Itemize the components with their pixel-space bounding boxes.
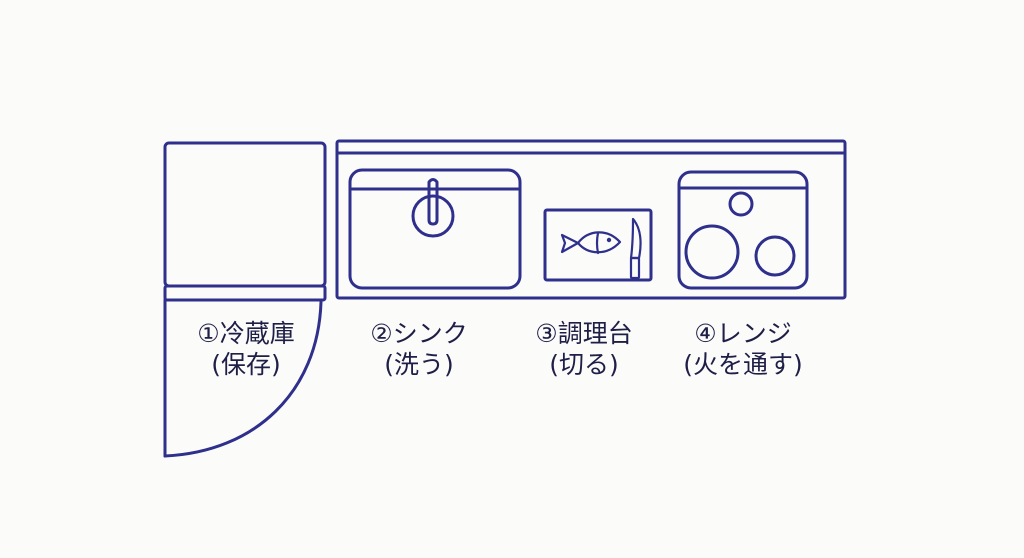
sink-basin [348, 168, 522, 290]
station-action: (切る) [549, 350, 619, 379]
label-stove: ④レンジ (火を通す) [643, 318, 843, 380]
cutting-board-outline [543, 208, 653, 282]
station-title: ④レンジ [694, 319, 792, 348]
label-cutting-board: ③調理台 (切る) [484, 318, 684, 380]
stove-top [677, 170, 809, 290]
stove [677, 170, 809, 290]
refrigerator [163, 141, 327, 458]
label-sink: ②シンク (洗う) [319, 318, 519, 380]
medium-burner-icon [754, 235, 796, 277]
station-title: ②シンク [370, 319, 468, 348]
station-title: ③調理台 [535, 319, 633, 348]
drain-icon [411, 194, 455, 238]
station-title: ①冷蔵庫 [197, 319, 295, 348]
counter-unit [335, 139, 847, 300]
station-action: (保存) [211, 350, 281, 379]
large-burner-icon [684, 224, 740, 280]
faucet-icon [427, 178, 439, 226]
sink [348, 168, 522, 290]
knife-icon [629, 217, 642, 280]
label-refrigerator: ①冷蔵庫 (保存) [146, 318, 346, 380]
station-action: (火を通す) [683, 350, 803, 379]
fish-icon [560, 231, 622, 255]
refrigerator-body [163, 141, 327, 288]
small-burner-icon [728, 191, 754, 217]
counter-outline [335, 139, 847, 300]
station-action: (洗う) [384, 350, 454, 379]
cutting-board [543, 208, 653, 282]
door-swing-arc [163, 300, 323, 458]
refrigerator-door-edge [163, 284, 327, 302]
